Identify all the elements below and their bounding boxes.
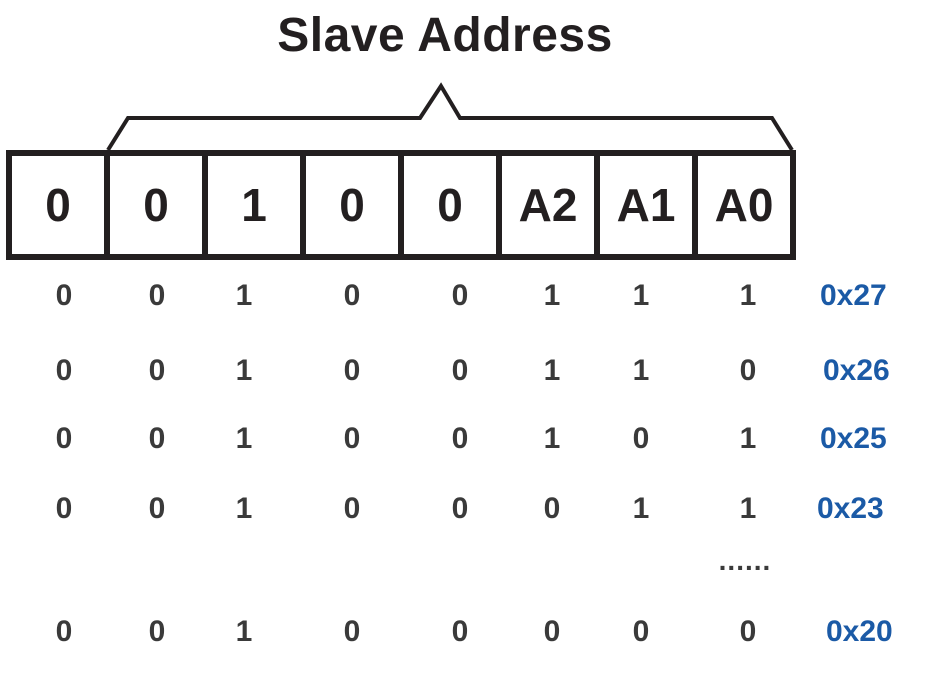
row-bit: 1 bbox=[632, 354, 650, 387]
row-bit: 0 bbox=[55, 615, 73, 648]
row-bit: 1 bbox=[543, 422, 561, 455]
hex-address: 0x20 bbox=[826, 615, 893, 648]
address-row: 0 0 1 0 0 1 1 1 0x27 bbox=[0, 276, 929, 316]
row-bit: 1 bbox=[632, 279, 650, 312]
address-row: 0 0 1 0 0 0 0 0 0x20 bbox=[0, 612, 929, 652]
hex-address: 0x23 bbox=[817, 492, 884, 525]
row-bit: 0 bbox=[451, 492, 469, 525]
row-bit: 0 bbox=[543, 615, 561, 648]
row-bit: 1 bbox=[739, 422, 757, 455]
row-bit: 0 bbox=[451, 422, 469, 455]
address-row: 0 0 1 0 0 0 1 1 0x23 bbox=[0, 489, 929, 529]
row-bit: 0 bbox=[343, 279, 361, 312]
row-bit: 0 bbox=[55, 422, 73, 455]
row-bit: 1 bbox=[235, 354, 253, 387]
row-bit: 0 bbox=[451, 615, 469, 648]
bit-cell-6: 0 bbox=[104, 156, 202, 254]
address-row: 0 0 1 0 0 1 0 1 0x25 bbox=[0, 419, 929, 459]
bit-cell-4: 0 bbox=[300, 156, 398, 254]
row-bit: 0 bbox=[343, 615, 361, 648]
row-bit: 1 bbox=[235, 615, 253, 648]
row-bit: 1 bbox=[543, 354, 561, 387]
row-bit: 0 bbox=[148, 492, 166, 525]
row-bit: 1 bbox=[235, 492, 253, 525]
bit-cell-3: 0 bbox=[398, 156, 496, 254]
address-row: 0 0 1 0 0 1 1 0 0x26 bbox=[0, 351, 929, 391]
row-bit: 0 bbox=[343, 354, 361, 387]
row-bit: 0 bbox=[148, 279, 166, 312]
row-bit: 0 bbox=[55, 492, 73, 525]
row-bit: 0 bbox=[739, 354, 757, 387]
bit-cell-a1: A1 bbox=[594, 156, 692, 254]
row-bit: 1 bbox=[235, 279, 253, 312]
hex-address: 0x25 bbox=[820, 422, 887, 455]
row-bit: 0 bbox=[632, 422, 650, 455]
row-bit: 0 bbox=[55, 354, 73, 387]
row-bit: 1 bbox=[739, 492, 757, 525]
row-bit: 0 bbox=[739, 615, 757, 648]
row-bit: 1 bbox=[235, 422, 253, 455]
row-bit: 0 bbox=[451, 279, 469, 312]
row-bit: 0 bbox=[55, 279, 73, 312]
row-bit: 0 bbox=[632, 615, 650, 648]
hex-address: 0x26 bbox=[823, 354, 890, 387]
row-bit: 0 bbox=[148, 354, 166, 387]
row-bit: 0 bbox=[148, 422, 166, 455]
hex-address: 0x27 bbox=[820, 279, 887, 312]
row-bit: 1 bbox=[739, 279, 757, 312]
row-bit: 0 bbox=[543, 492, 561, 525]
row-bit: 1 bbox=[632, 492, 650, 525]
row-bit: 0 bbox=[343, 492, 361, 525]
bit-cell-a2: A2 bbox=[496, 156, 594, 254]
row-bit: 0 bbox=[343, 422, 361, 455]
row-bit: 1 bbox=[543, 279, 561, 312]
bit-cell-5: 1 bbox=[202, 156, 300, 254]
row-bit: 0 bbox=[451, 354, 469, 387]
address-bit-register: 0 0 1 0 0 A2 A1 A0 bbox=[6, 150, 796, 260]
slave-address-title: Slave Address bbox=[277, 9, 613, 62]
bit-cell-7: 0 bbox=[45, 179, 71, 231]
row-bit: 0 bbox=[148, 615, 166, 648]
more-rows-ellipsis: ...... bbox=[718, 545, 772, 576]
bit-cell-a0: A0 bbox=[692, 156, 790, 254]
